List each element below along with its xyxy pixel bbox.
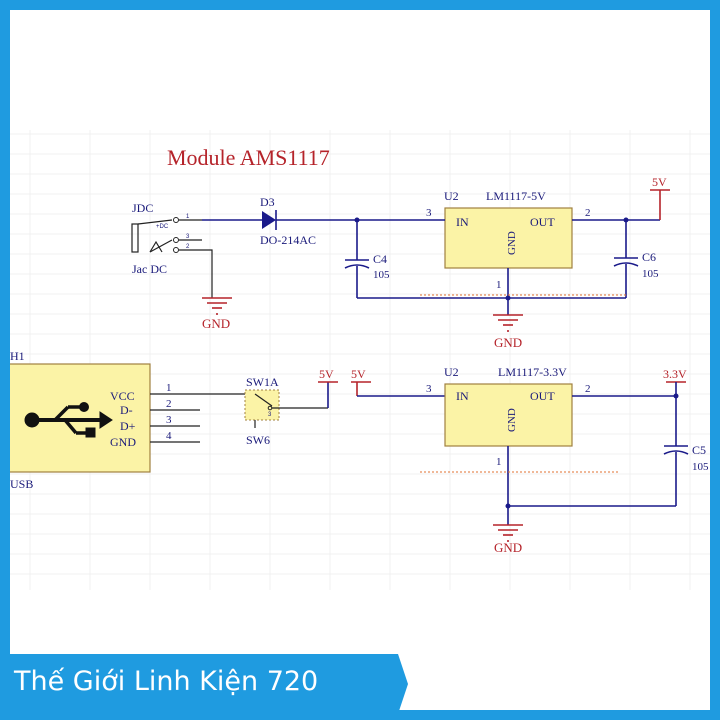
reg1-pin-in-number: 3: [426, 207, 432, 219]
usb-connector: H1 USB VCC D- D+ GND 1 2 3 4: [10, 349, 245, 491]
reg2-body: [444, 383, 573, 447]
reg2-gnd-pin-label: GND: [506, 408, 518, 432]
usb-pin4-number: 4: [166, 430, 172, 442]
schematic-title: Module AMS1117: [167, 145, 330, 170]
regulator-lm1117-5v: U2 LM1117-5V IN OUT GND 3 2 1: [425, 189, 660, 315]
c5-ref-label: C5: [692, 443, 706, 457]
reg2-in-pin-label: IN: [456, 389, 469, 403]
diode-value-label: DO-214AC: [260, 233, 316, 247]
schematic-sheet: Module AMS1117 JDC Jac DC +DC 1 3 2 GND …: [10, 10, 710, 710]
diode-ref-label: D3: [260, 195, 275, 209]
power-flag-5v-switch: 5V: [318, 367, 338, 383]
capacitor-c6: C6 105: [613, 217, 659, 298]
usb-value-label: USB: [10, 477, 33, 491]
jack-pin3-wire: [149, 239, 173, 253]
reg2-pin-gnd-number: 1: [496, 456, 502, 468]
jack-pin2-number: 2: [186, 244, 190, 250]
dc-jack: JDC Jac DC +DC 1 3 2: [131, 201, 213, 298]
net-5v-label-switch: 5V: [319, 367, 334, 381]
jack-pin2-terminal: [173, 247, 179, 253]
power-flag-5v-reg2: 5V: [351, 367, 445, 397]
jack-pin1-number: 1: [186, 214, 190, 220]
usb-pin-dplus-label: D+: [120, 419, 136, 433]
banner-label: Thế Giới Linh Kiện 720: [14, 666, 319, 697]
reg1-pin-gnd-number: 1: [496, 279, 502, 291]
regulator-lm1117-3v3: U2 LM1117-3.3V IN OUT GND 3 2 1: [420, 365, 676, 525]
reg2-out-pin-label: OUT: [530, 389, 555, 403]
usb-symbol-icon: [24, 402, 113, 438]
c6-value-label: 105: [642, 268, 659, 280]
usb-pin3-number: 3: [166, 414, 172, 426]
c6-ref-label: C6: [642, 250, 656, 264]
reg2-value-label: LM1117-3.3V: [498, 365, 567, 379]
net-5v-label-top: 5V: [652, 175, 667, 189]
gnd-rail-top: GND: [357, 294, 626, 350]
reg1-gnd-pin-label: GND: [506, 231, 518, 255]
usb-pin1-number: 1: [166, 382, 172, 394]
jack-pin1-terminal: [173, 217, 179, 223]
reg1-body: [444, 207, 573, 269]
jack-pin3-terminal: [173, 237, 179, 243]
net-5v-label-reg2: 5V: [351, 367, 366, 381]
jack-spring: [149, 240, 163, 253]
power-flag-5v-top: 5V: [650, 175, 670, 220]
reg2-ref-label: U2: [444, 365, 459, 379]
capacitor-c4: C4 105: [344, 217, 390, 298]
jack-ref-label: JDC: [132, 201, 153, 215]
diode-d3: D3 DO-214AC: [202, 195, 425, 247]
gnd-label-reg1: GND: [494, 335, 522, 350]
gnd-rail-bottom: GND: [493, 503, 676, 555]
gnd-symbol-jack: GND: [202, 297, 232, 331]
jack-pin1-wire: [137, 219, 173, 225]
jack-body: [131, 223, 139, 253]
banner-shape: [10, 654, 408, 710]
usb-pin-vcc-label: VCC: [110, 389, 135, 403]
diode-triangle: [262, 211, 276, 229]
grid-background: [10, 130, 710, 590]
reg1-value-label: LM1117-5V: [486, 189, 546, 203]
jack-value-label: Jac DC: [132, 262, 167, 276]
usb-pin-gnd-label: GND: [110, 435, 136, 449]
capacitor-c5: C5 105: [663, 396, 709, 506]
reg1-pin-out-number: 2: [585, 207, 591, 219]
reg2-pin-in-number: 3: [426, 383, 432, 395]
jack-pin-label: +DC: [156, 224, 169, 230]
switch-value-label: SW6: [246, 433, 270, 447]
power-flag-3v3: 3.3V: [663, 367, 687, 399]
jack-pin3-number: 3: [186, 234, 190, 240]
schematic-diagram: Module AMS1117 JDC Jac DC +DC 1 3 2 GND …: [10, 130, 710, 710]
usb-ref-label: H1: [10, 349, 25, 363]
c5-value-label: 105: [692, 461, 709, 473]
switch-ref-label: SW1A: [246, 375, 279, 389]
c4-ref-label: C4: [373, 252, 387, 266]
gnd-label-jack: GND: [202, 316, 230, 331]
reg1-in-pin-label: IN: [456, 215, 469, 229]
switch-sw1a: SW1A SW6 3: [244, 375, 329, 447]
switch-pin-number: 3: [268, 412, 272, 418]
reg1-out-pin-label: OUT: [530, 215, 555, 229]
reg1-ref-label: U2: [444, 189, 459, 203]
gnd-label-reg2: GND: [494, 540, 522, 555]
jack-gnd-wire: [179, 249, 213, 298]
usb-pin-dminus-label: D-: [120, 403, 133, 417]
usb-pin2-number: 2: [166, 398, 172, 410]
net-3v3-label: 3.3V: [663, 367, 687, 381]
reg2-pin-out-number: 2: [585, 383, 591, 395]
c4-value-label: 105: [373, 269, 390, 281]
